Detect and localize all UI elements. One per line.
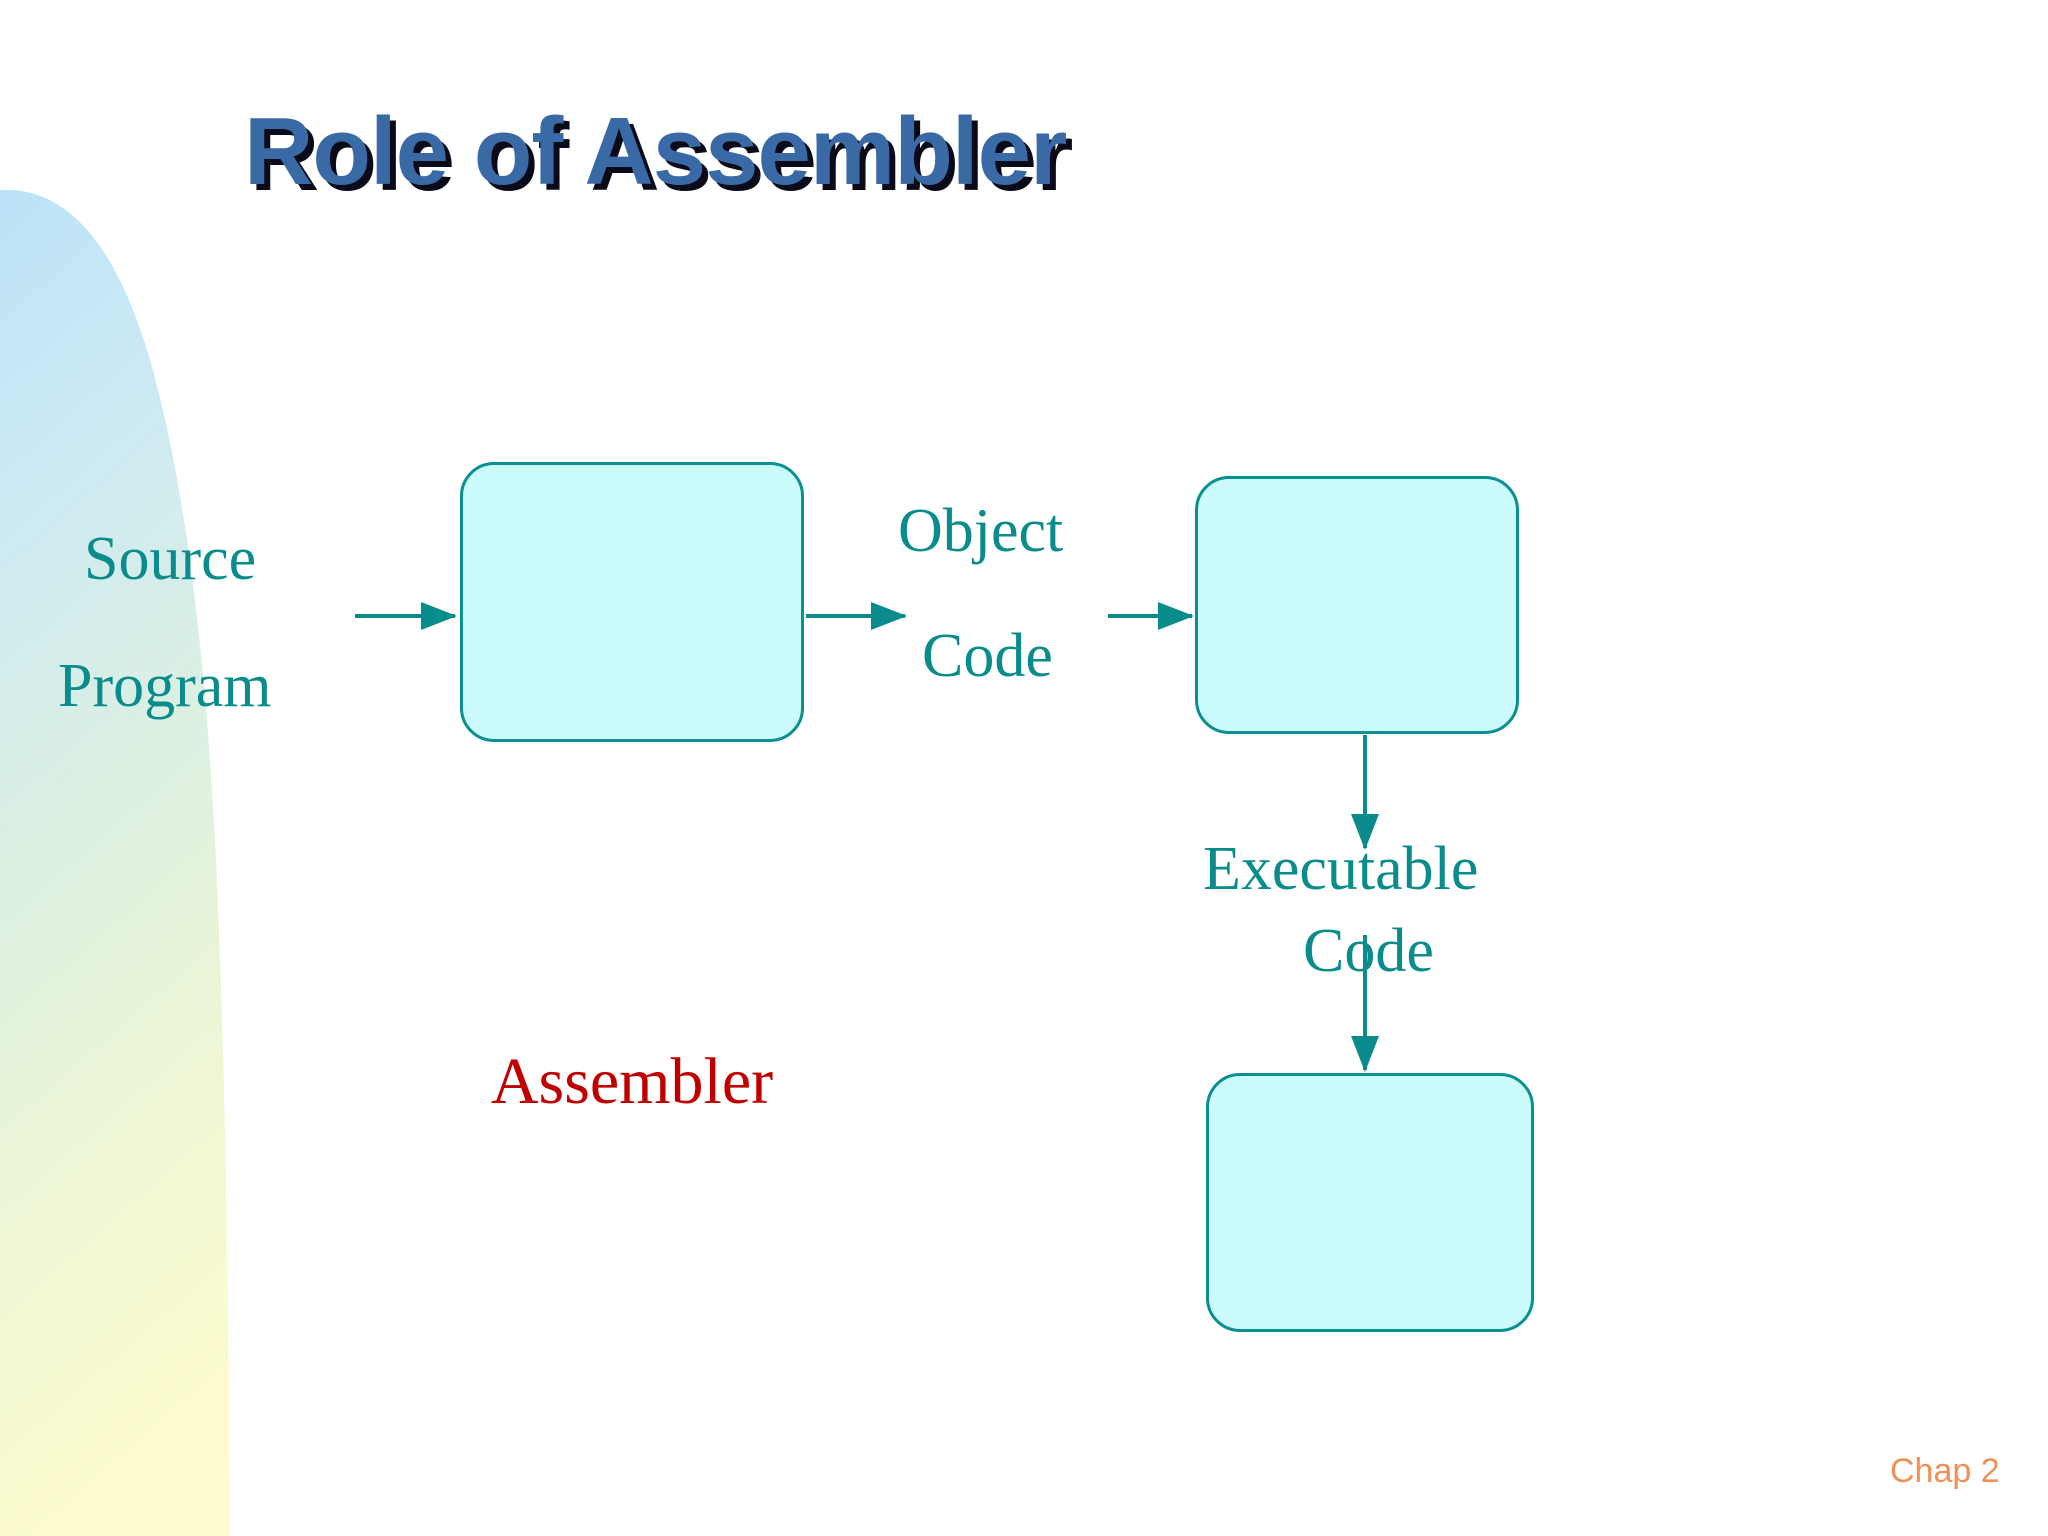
node-linker[interactable]: Linker	[1195, 476, 1519, 1139]
label-program: Program	[58, 652, 272, 720]
label-object: Object	[898, 497, 1064, 565]
label-executable: Executable	[1203, 835, 1479, 903]
footer-chapter-label: Chap 2	[1890, 1452, 2000, 1490]
node-assembler-label: Assembler	[490, 1045, 774, 1118]
page-title: Role of Assembler	[244, 98, 1067, 205]
label-source: Source	[84, 525, 257, 593]
label-object-code: Code	[922, 622, 1053, 690]
label-executable-code: Code	[1303, 917, 1434, 985]
node-loader[interactable]: Loader	[1206, 1073, 1534, 1332]
node-assembler[interactable]: Assembler	[460, 462, 804, 1115]
